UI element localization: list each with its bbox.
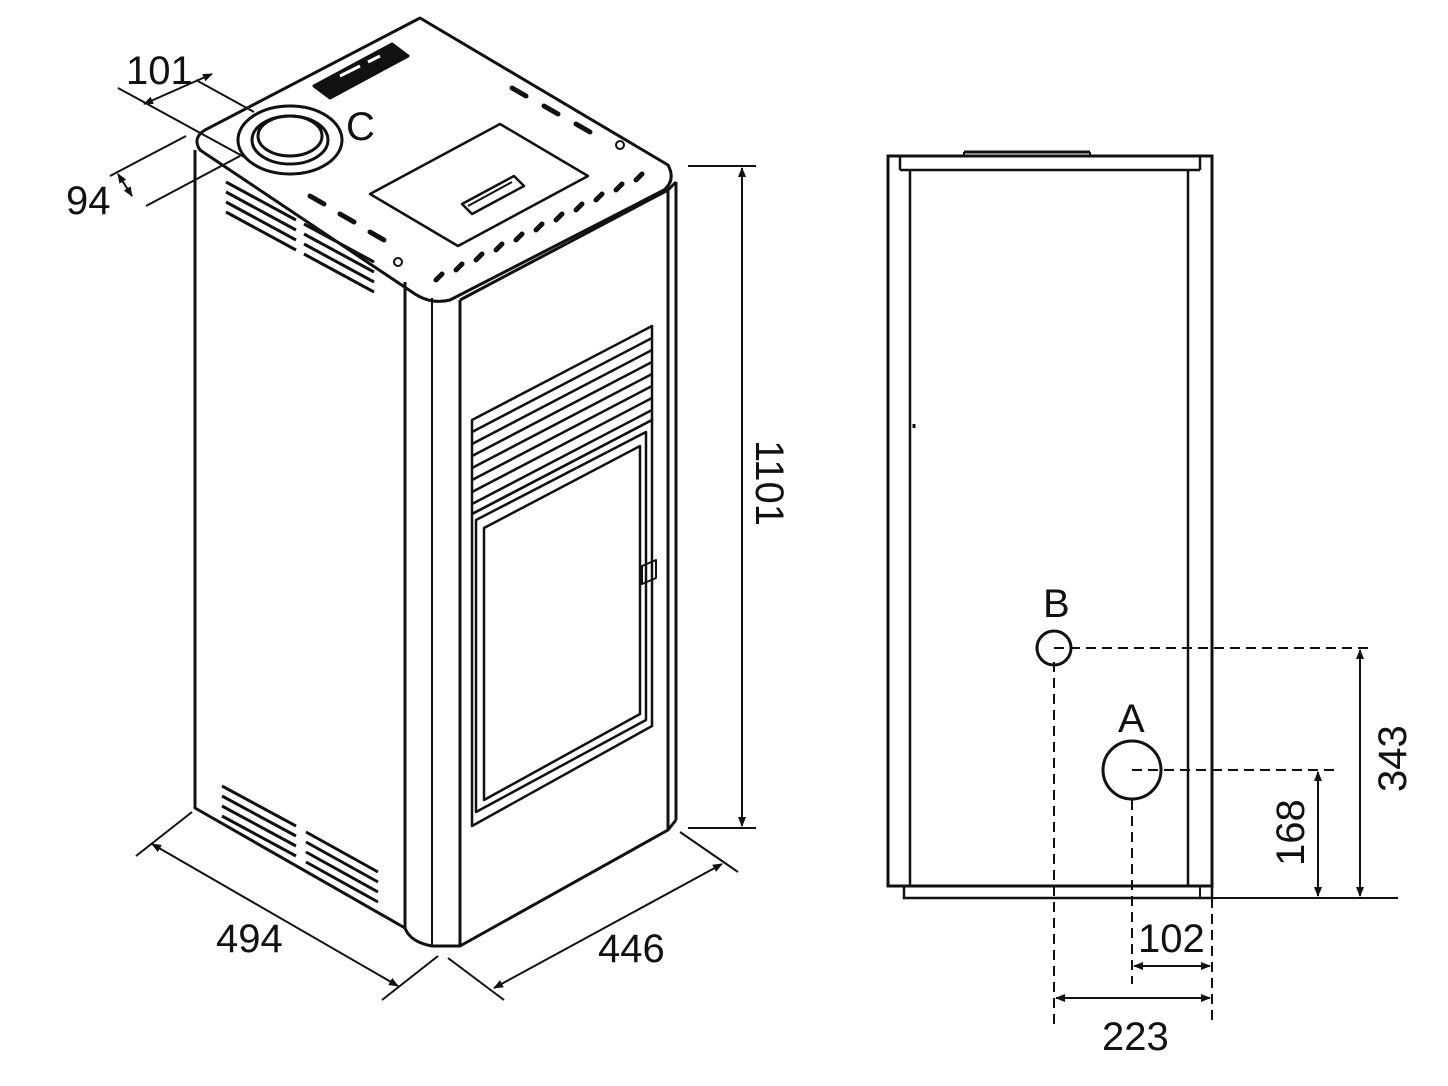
dim-height <box>688 165 756 829</box>
outlet-c <box>236 104 344 176</box>
dim-text-223: 223 <box>1102 1015 1169 1059</box>
dim-text-446: 446 <box>598 927 665 971</box>
rear-outline <box>886 154 1214 888</box>
front-face <box>459 188 670 948</box>
dim-text-343: 343 <box>1371 725 1415 792</box>
dim-depth <box>447 831 739 1001</box>
dim-text-494: 494 <box>216 917 283 961</box>
dim-text-1101: 1101 <box>747 440 791 526</box>
label-c: C <box>346 105 375 149</box>
label-a: A <box>1118 697 1145 741</box>
label-b: B <box>1043 582 1070 626</box>
control-panel <box>312 42 410 100</box>
top-vent-slots <box>307 85 645 283</box>
dim-outlet-c-depth <box>109 135 241 207</box>
lower-side-vents <box>221 784 379 904</box>
upper-side-vents <box>225 180 375 294</box>
top-face <box>195 16 673 303</box>
centre-lines <box>1053 647 1374 1024</box>
dim-outlet-c-width <box>117 73 255 159</box>
connection-a <box>1101 739 1163 801</box>
fire-door <box>470 418 657 828</box>
dim-text-94: 94 <box>66 179 111 223</box>
rear-view <box>886 150 1398 1024</box>
isometric-view <box>109 16 756 1001</box>
dim-text-102: 102 <box>1138 917 1205 961</box>
pellet-lid <box>368 122 590 248</box>
dim-text-101: 101 <box>126 49 193 93</box>
dim-text-168: 168 <box>1269 799 1313 866</box>
dim-width <box>135 811 439 1001</box>
front-grille <box>470 324 654 516</box>
